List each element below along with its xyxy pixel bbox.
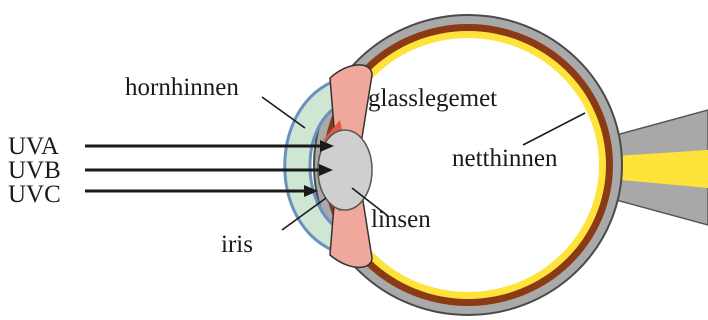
label-vitreous: glasslegemet	[368, 85, 497, 112]
label-iris: iris	[221, 231, 253, 258]
anterior-eye	[285, 65, 372, 268]
label-uvc: UVC	[8, 181, 61, 208]
label-retina: netthinnen	[452, 145, 558, 172]
label-uvb: UVB	[8, 157, 61, 184]
label-lens: linsen	[371, 206, 431, 233]
label-cornea: hornhinnen	[125, 74, 239, 101]
label-uva: UVA	[8, 133, 59, 160]
